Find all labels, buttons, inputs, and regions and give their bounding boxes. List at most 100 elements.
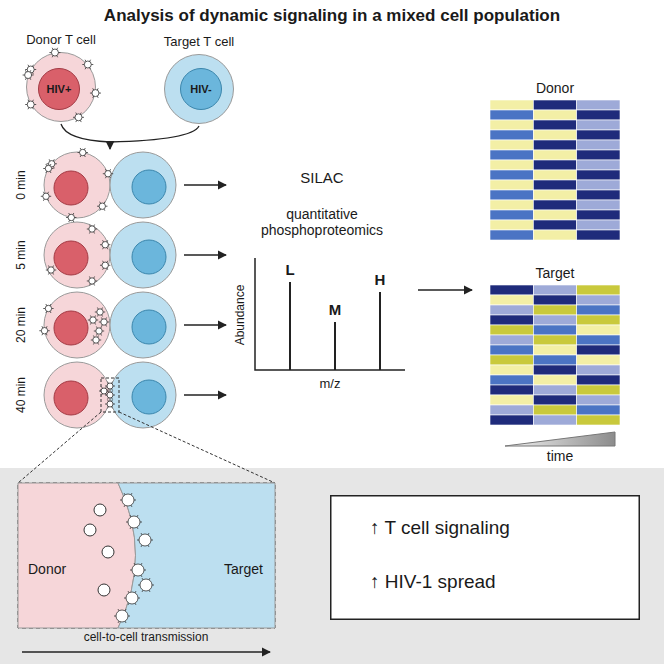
node-outline [490, 285, 620, 425]
virion [49, 48, 60, 58]
time-label: 40 min [15, 377, 29, 413]
vesicle [102, 546, 114, 558]
virion [87, 276, 97, 285]
donor-cell [44, 362, 110, 428]
virion [25, 65, 36, 75]
virion [88, 315, 98, 324]
donor-nucleus [54, 241, 88, 275]
virion [124, 591, 140, 605]
cell-circle: Target T cellHIV- [164, 54, 234, 124]
annotation: time [547, 448, 573, 464]
flow-arrow [184, 394, 226, 395]
virion [46, 265, 56, 274]
target-nucleus [132, 380, 166, 414]
node-heading: Target [536, 265, 575, 281]
target-nucleus [132, 310, 166, 344]
time-label: 20 min [15, 307, 29, 343]
virion [91, 335, 101, 344]
node-label: HIV- [190, 83, 211, 96]
zoom-frame [18, 483, 275, 628]
virion [130, 563, 146, 577]
virion [100, 240, 110, 249]
node-label: ↑ T cell signaling [370, 517, 510, 539]
node-label: ↑ HIV-1 spread [370, 571, 496, 593]
virion [105, 391, 115, 400]
target-cell [110, 292, 176, 358]
node-outline [490, 100, 620, 240]
spectrum-peak [379, 292, 381, 370]
spectrum-peak [289, 282, 291, 370]
figure-title: Analysis of dynamic signaling in a mixed… [104, 6, 560, 26]
zoom-marker [101, 378, 119, 412]
node-heading: Donor T cell [26, 33, 96, 48]
virion [47, 159, 57, 168]
virion [99, 387, 109, 396]
axis-label: m/z [320, 377, 341, 392]
vesicle [98, 584, 110, 596]
annotation: SILAC [300, 169, 343, 186]
virion [43, 304, 53, 313]
flow-arrow [184, 324, 226, 325]
vesicle [94, 504, 106, 516]
node-label: Donor [28, 561, 66, 577]
chart-axes [255, 258, 405, 370]
heatmap: Donor [490, 100, 620, 240]
node-label: Target [224, 561, 263, 577]
transmission-arrow [22, 651, 270, 652]
merge-line [110, 126, 199, 142]
bottom-panel [0, 468, 664, 664]
target-cell [110, 222, 176, 288]
virion [90, 88, 101, 98]
flow-arrow [418, 289, 472, 290]
cell-region: Target [118, 483, 275, 628]
virion [66, 213, 76, 222]
virion [87, 225, 97, 234]
donor-cell [44, 292, 110, 358]
heatmap: Target [490, 285, 620, 425]
virion [23, 70, 34, 80]
target-cell [110, 152, 176, 218]
donor-cell [44, 152, 110, 218]
virion [97, 202, 107, 211]
target-nucleus [132, 170, 166, 204]
zoom-leader [119, 412, 275, 483]
cell-circle: Donor T cellHIV+ [26, 52, 96, 122]
virion [114, 609, 130, 623]
spectrum-peak [334, 322, 336, 370]
virion [120, 493, 136, 507]
donor-nucleus [54, 311, 88, 345]
virion [103, 169, 113, 178]
target-cell [110, 362, 176, 428]
target-nucleus [132, 240, 166, 274]
result-box: ↑ T cell signaling ↑ HIV-1 spread [330, 495, 640, 620]
virion [105, 382, 115, 391]
virion [43, 164, 53, 173]
virion [137, 533, 153, 547]
cell-circle: HIV- [180, 68, 222, 110]
virion [126, 515, 142, 529]
axis-label: L [285, 261, 294, 278]
virion [138, 578, 154, 592]
node-heading: Donor [536, 80, 574, 96]
donor-cell [44, 222, 110, 288]
virion [41, 192, 51, 201]
time-wedge [505, 432, 615, 446]
axis-label: H [375, 271, 386, 288]
virion [94, 326, 104, 335]
merge-line [61, 124, 110, 142]
virion [105, 400, 115, 409]
donor-nucleus [54, 381, 88, 415]
virion [25, 100, 36, 110]
annotation: quantitative phosphoproteomics [247, 206, 397, 238]
time-label: 5 min [15, 240, 29, 269]
flow-arrow [184, 184, 226, 185]
virion [95, 307, 105, 316]
cell-circle: HIV+ [38, 68, 80, 110]
flow-arrow [184, 254, 226, 255]
node-outline [330, 495, 640, 620]
axis-label: Abundance [234, 285, 248, 346]
virion [99, 317, 109, 326]
node-label: HIV+ [47, 83, 72, 96]
axis-label: M [329, 301, 342, 318]
